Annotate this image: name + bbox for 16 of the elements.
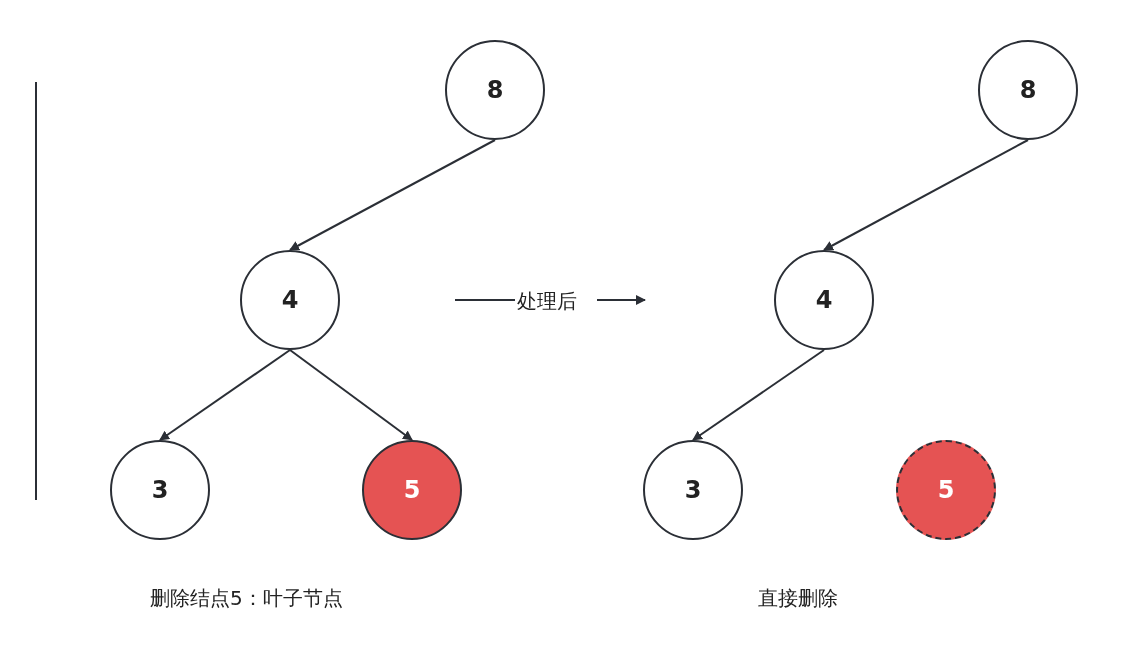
caption-text: 处理后	[517, 288, 577, 315]
node-value: 4	[281, 286, 299, 314]
node-value: 3	[151, 476, 169, 504]
node-value: 5	[937, 476, 955, 504]
node-value: 8	[1019, 76, 1037, 104]
caption-text: 删除结点5：叶子节点	[150, 585, 343, 612]
node-value: 5	[403, 476, 421, 504]
node-value: 8	[486, 76, 504, 104]
arrow	[159, 349, 291, 441]
arrow	[289, 349, 413, 441]
arrow	[289, 139, 496, 251]
node-value: 3	[684, 476, 702, 504]
arrow	[823, 139, 1029, 251]
caption-text: 直接删除	[758, 585, 838, 612]
node-value: 4	[815, 286, 833, 314]
arrow	[692, 349, 825, 441]
